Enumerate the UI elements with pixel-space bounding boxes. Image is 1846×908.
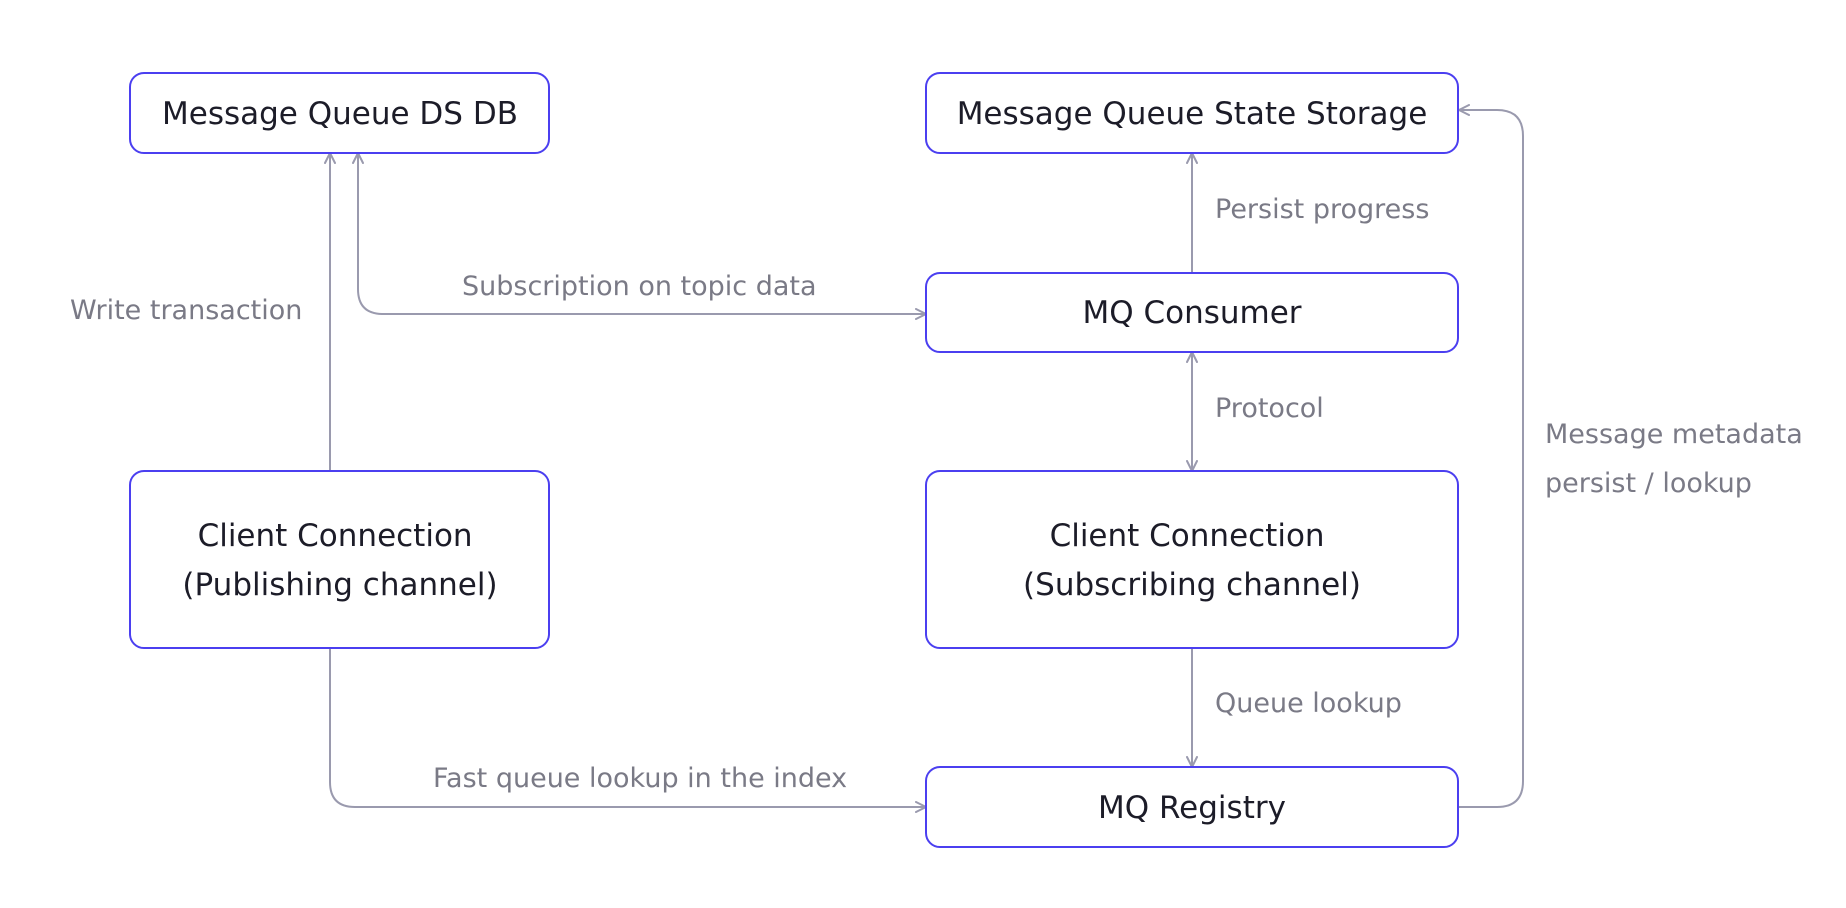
- edge-label-queue-lookup: Queue lookup: [1215, 688, 1402, 719]
- node-client-publishing-line-2: (Publishing channel): [182, 567, 497, 603]
- node-state-storage: Message Queue State Storage: [925, 72, 1459, 154]
- edge-metadata-line: [1458, 104, 1524, 808]
- node-client-publishing-box: [129, 470, 550, 649]
- node-client-publishing-line-1: Client Connection: [198, 518, 473, 554]
- edge-label-metadata-line-1: Message metadata: [1545, 419, 1803, 450]
- node-registry-box: [925, 766, 1459, 848]
- node-registry-label: MQ Registry: [1098, 790, 1286, 826]
- node-consumer-box: [925, 272, 1459, 353]
- edge-persist-progress: Persist progress: [1186, 152, 1429, 273]
- node-ds-db-label: Message Queue DS DB: [162, 96, 518, 132]
- edge-subscription-line: [352, 152, 927, 320]
- edge-fast-lookup: Fast queue lookup in the index: [329, 648, 927, 813]
- edge-label-metadata-line-2: persist / lookup: [1545, 468, 1752, 499]
- edge-protocol: Protocol: [1186, 351, 1324, 472]
- node-client-publishing-label: Client Connection (Publishing channel): [182, 518, 497, 603]
- node-ds-db: Message Queue DS DB: [129, 72, 550, 154]
- node-state-storage-label: Message Queue State Storage: [957, 96, 1428, 132]
- edge-label-fast-lookup: Fast queue lookup in the index: [433, 763, 847, 794]
- node-ds-db-box: [129, 72, 550, 154]
- node-registry: MQ Registry: [925, 766, 1459, 848]
- edge-write-transaction: Write transaction: [70, 152, 336, 470]
- edge-fast-lookup-line: [329, 648, 927, 813]
- edge-label-subscription: Subscription on topic data: [462, 271, 817, 302]
- node-client-subscribing-line-1: Client Connection: [1050, 518, 1325, 554]
- edge-label-write-transaction: Write transaction: [70, 295, 302, 326]
- node-client-subscribing-box: [925, 470, 1459, 649]
- node-client-subscribing: Client Connection (Subscribing channel): [925, 470, 1459, 649]
- node-client-subscribing-line-2: (Subscribing channel): [1023, 567, 1361, 603]
- edge-metadata: Message metadata persist / lookup: [1458, 104, 1811, 808]
- edge-label-protocol: Protocol: [1215, 393, 1324, 424]
- node-consumer-label: MQ Consumer: [1082, 295, 1301, 331]
- node-client-publishing: Client Connection (Publishing channel): [129, 470, 550, 649]
- edge-label-persist-progress: Persist progress: [1215, 194, 1429, 225]
- edge-label-metadata: Message metadata persist / lookup: [1545, 419, 1811, 499]
- node-consumer: MQ Consumer: [925, 272, 1459, 353]
- node-state-storage-box: [925, 72, 1459, 154]
- edge-subscription: Subscription on topic data: [352, 152, 927, 320]
- node-client-subscribing-label: Client Connection (Subscribing channel): [1023, 518, 1361, 603]
- edge-queue-lookup: Queue lookup: [1186, 648, 1402, 768]
